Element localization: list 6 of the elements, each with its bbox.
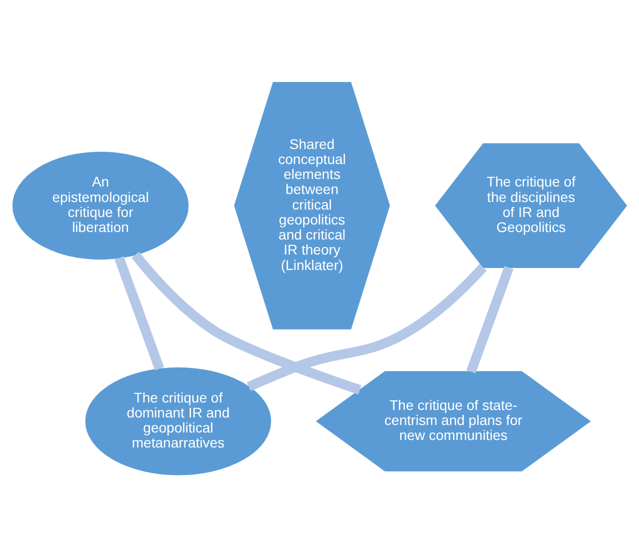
node-ellipse: The critique of dominant IR and geopolitical metanarratives: [85, 366, 272, 475]
connector: [114, 256, 164, 370]
connector: [246, 264, 487, 391]
connector: [131, 251, 362, 394]
node-ellipse: An epistemological critique for liberation: [12, 151, 189, 260]
connector: [466, 265, 514, 373]
